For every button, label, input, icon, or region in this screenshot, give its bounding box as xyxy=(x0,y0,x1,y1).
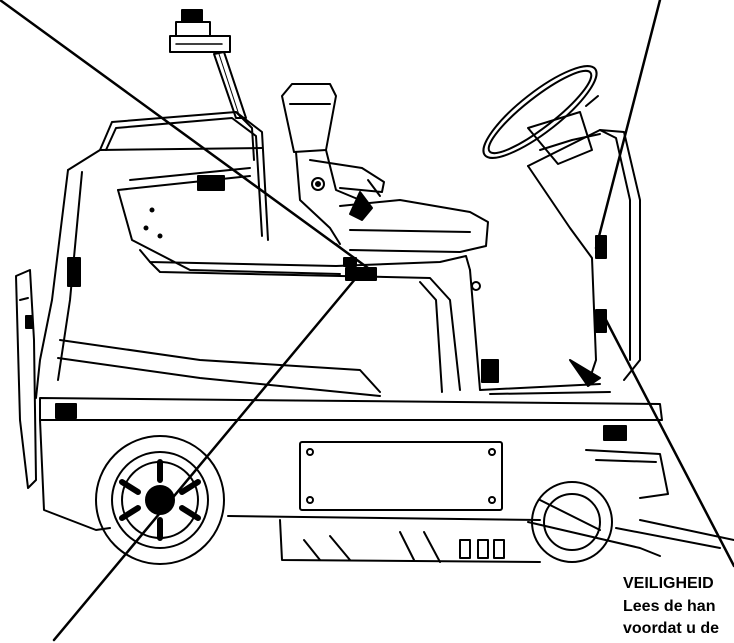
callout-text-line-1: VEILIGHEID xyxy=(623,575,714,592)
rear-side-panel xyxy=(15,269,37,489)
callout-text-line-3: voordat u de xyxy=(623,620,720,637)
chassis xyxy=(39,397,663,563)
leader-line-top-left xyxy=(0,0,370,270)
front-wheel-and-brush xyxy=(527,449,734,563)
rear-wheel xyxy=(95,435,225,565)
beacon-light xyxy=(169,9,247,119)
access-panel xyxy=(299,441,503,511)
side-rail xyxy=(139,249,481,393)
rear-body xyxy=(35,111,381,399)
steering-wheel xyxy=(482,65,601,165)
footwell-platform xyxy=(469,269,611,395)
callout-text-line-2: Lees de han xyxy=(623,598,716,615)
leader-line-bottom-right xyxy=(604,318,734,568)
front-column xyxy=(527,129,641,387)
leader-line-top-right xyxy=(594,0,662,250)
leader-line-bottom-left xyxy=(52,276,358,642)
